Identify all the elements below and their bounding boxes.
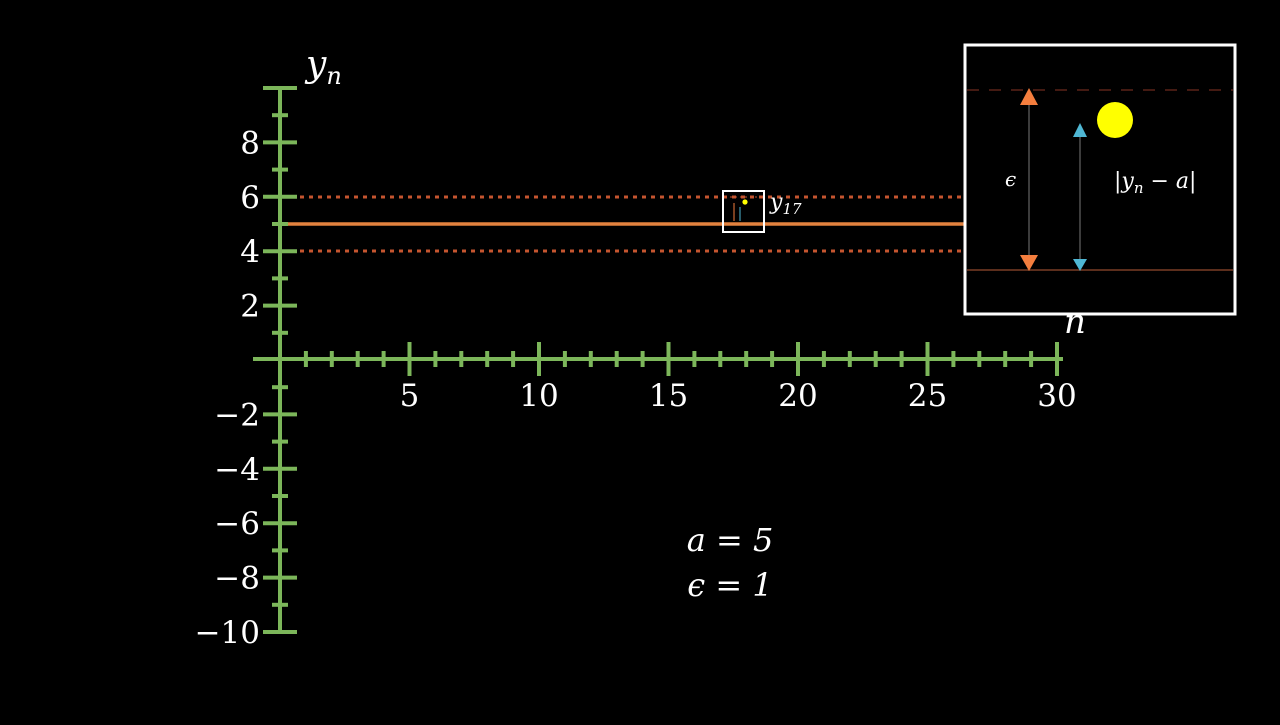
zoom-source-box bbox=[722, 190, 765, 233]
distance-arrow-up-head bbox=[1073, 123, 1087, 137]
y-axis-tick-labels: 8 6 4 2 −2 −4 −6 −8 −10 bbox=[195, 125, 260, 651]
epsilon-label: ϵ bbox=[1005, 167, 1016, 191]
x-tick-label: 30 bbox=[1037, 378, 1076, 414]
zoom-source-contents bbox=[725, 196, 762, 221]
x-tick-label: 10 bbox=[519, 378, 558, 414]
zoom-inset: ϵ |yn − a| bbox=[963, 43, 1237, 316]
y-tick-label: −4 bbox=[214, 452, 260, 488]
epsilon-arrow-up-head bbox=[1020, 88, 1038, 105]
y-tick-label: −6 bbox=[214, 506, 260, 542]
y-axis-ticks bbox=[263, 86, 297, 634]
y-tick-label: −10 bbox=[195, 615, 260, 651]
x-tick-label: 15 bbox=[649, 378, 688, 414]
y-tick-label: 8 bbox=[240, 125, 260, 161]
inset-sequence-point bbox=[1097, 102, 1133, 138]
distance-label: |yn − a| bbox=[1114, 169, 1196, 197]
x-axis-tick-labels: 5 10 15 20 25 30 bbox=[400, 378, 1077, 414]
y-tick-label: 2 bbox=[240, 289, 260, 325]
y-tick-label: 4 bbox=[240, 234, 260, 270]
x-axis-ticks bbox=[303, 342, 1059, 376]
distance-arrow-down-head bbox=[1073, 259, 1087, 271]
x-tick-label: 25 bbox=[908, 378, 947, 414]
sequence-point-y17 bbox=[742, 199, 748, 205]
y-axis-label: yn bbox=[304, 44, 342, 90]
y-tick-label: 6 bbox=[240, 180, 260, 216]
x-tick-label: 20 bbox=[778, 378, 817, 414]
epsilon-arrow-down-head bbox=[1020, 255, 1038, 271]
point-label: y17 bbox=[769, 190, 802, 218]
equation-epsilon: ϵ = 1 bbox=[687, 566, 772, 604]
y-tick-label: −8 bbox=[214, 561, 260, 597]
y-tick-label: −2 bbox=[214, 397, 260, 433]
equation-a: a = 5 bbox=[687, 521, 774, 559]
x-tick-label: 5 bbox=[400, 378, 420, 414]
